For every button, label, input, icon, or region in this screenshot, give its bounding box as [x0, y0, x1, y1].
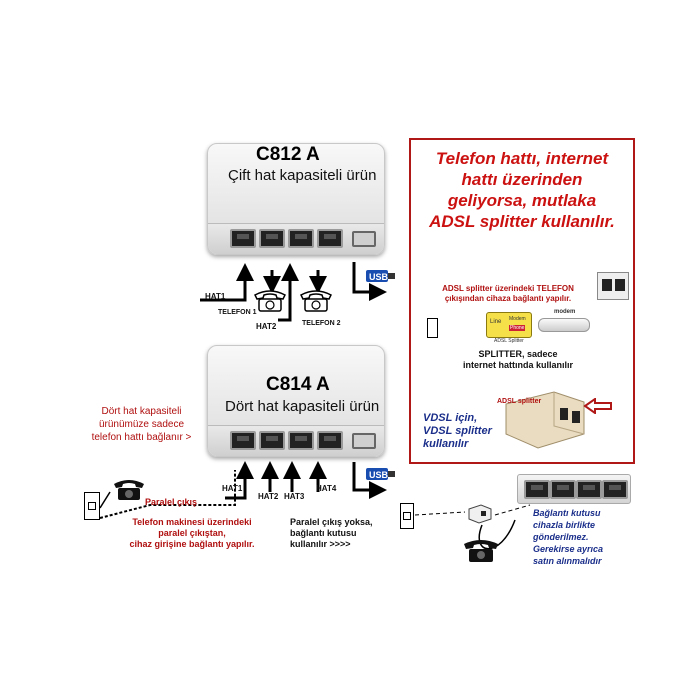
usb-port: [352, 231, 376, 247]
right-note-line: Bağlantı kutusu: [533, 508, 601, 518]
right-note-line: cihazla birlikte: [533, 520, 596, 530]
rj11-port: [602, 480, 628, 499]
right-cable: [414, 511, 466, 516]
adsl-info-box: Telefon hattı, internet hattı üzerinden …: [409, 138, 635, 464]
device-top-model: C812 A: [256, 144, 320, 165]
hat1-line-bottom: [225, 461, 254, 500]
usb-icon: USB: [366, 268, 396, 284]
svg-text:USB: USB: [369, 272, 389, 282]
vdsl-note-line: VDSL için,: [423, 412, 478, 424]
telephone-icon: [252, 287, 288, 313]
rj11-port: [288, 229, 314, 248]
modem-icon: [538, 318, 590, 332]
hat3-label-bottom: HAT3: [284, 492, 305, 501]
right-phone-cable: [478, 519, 516, 550]
device-front-panel: [208, 425, 384, 456]
adsl-headline-line: hattı üzerinden: [461, 170, 583, 189]
usb-icon: USB: [366, 466, 396, 482]
adsl-note: ADSL splitter üzerindeki TELEFON çıkışın…: [415, 284, 601, 304]
rj11-port: [317, 229, 343, 248]
wall-socket-icon: [84, 492, 100, 520]
left-note-line: ürünümüze sadece: [98, 419, 185, 430]
device-bottom-capacity: Dört hat kapasiteli ürün: [225, 398, 380, 415]
right-cable-2: [494, 504, 531, 516]
paralel-note-line: cihaz girişine bağlantı yapılır.: [129, 539, 255, 549]
device-c812a: [207, 143, 385, 255]
left-note-line: telefon hattı bağlanır >: [91, 432, 192, 443]
left-note-line: Dört hat kapasiteli: [101, 406, 182, 417]
usb-line-top: [352, 262, 387, 301]
rj11-port: [288, 431, 314, 450]
device-bottom-model: C814 A: [266, 374, 330, 395]
device-front-panel: [208, 223, 384, 254]
hat2-label: HAT2: [256, 322, 277, 331]
hat4-label-bottom: HAT4: [316, 484, 337, 493]
adsl-caption-line: SPLITTER, sadece: [478, 349, 558, 359]
adsl-caption-line: internet hattında kullanılır: [462, 360, 573, 370]
paralel-note: Telefon makinesi üzerindeki paralel çıkı…: [112, 517, 272, 550]
wall-cable: [99, 491, 111, 509]
middle-note: Paralel çıkış yoksa, bağlantı kutusu kul…: [290, 517, 373, 550]
right-note: Bağlantı kutusu cihazla birlikte gönderi…: [533, 507, 603, 567]
telephone-icon: [298, 287, 334, 313]
device-top-capacity: Çift hat kapasiteli ürün: [228, 167, 377, 184]
hat2-line: [278, 263, 299, 322]
vdsl-note-line: VDSL splitter: [423, 425, 492, 437]
vdsl-note: VDSL için, VDSL splitter kullanılır: [423, 412, 492, 451]
modem-label: modem: [554, 309, 576, 315]
hat2-label-bottom: HAT2: [258, 492, 279, 501]
adsl-note-line: çıkışından cihaza bağlantı yapılır.: [444, 294, 572, 303]
rj11-port: [230, 431, 256, 450]
right-note-line: Gerekirse ayrıca: [533, 544, 604, 554]
adsl-headline: Telefon hattı, internet hattı üzerinden …: [415, 148, 629, 232]
usb-port: [352, 433, 376, 449]
device-c814a: [207, 345, 385, 457]
rj11-port: [230, 229, 256, 248]
rj11-port: [524, 480, 550, 499]
adsl-splitter-icon: Line Modem Phone: [486, 312, 532, 338]
paralel-cable: [99, 470, 236, 519]
hat1-label-bottom: HAT1: [222, 484, 243, 493]
adsl-caption: SPLITTER, sadece internet hattında kulla…: [415, 349, 621, 371]
rj11-port: [317, 431, 343, 450]
wall-socket-icon: [427, 318, 438, 338]
adsl-splitter-label: ADSL splitter: [497, 398, 542, 405]
paralel-note-line: paralel çıkıştan,: [158, 528, 226, 538]
adsl-headline-line: ADSL splitter kullanılır.: [429, 212, 615, 231]
rj11-port: [550, 480, 576, 499]
arrow-icon: [583, 397, 613, 415]
middle-note-line: Paralel çıkış yoksa,: [290, 517, 373, 527]
telefon1-label: TELEFON 1: [218, 309, 257, 316]
junction-box-icon: [467, 503, 493, 525]
rj11-port: [259, 229, 285, 248]
vdsl-note-line: kullanılır: [423, 438, 469, 450]
adsl-headline-line: Telefon hattı, internet: [435, 149, 609, 168]
middle-note-line: bağlantı kutusu: [290, 528, 357, 538]
telephone-icon: [462, 536, 500, 564]
middle-note-line: kullanılır >>>>: [290, 539, 351, 549]
hat1-label: HAT1: [205, 292, 226, 301]
device-ports-closeup: [517, 474, 631, 504]
rj11-port: [576, 480, 602, 499]
usb-line-bottom: [352, 462, 387, 499]
adsl-note-line: ADSL splitter üzerindeki TELEFON: [442, 284, 574, 293]
telefon2-label: TELEFON 2: [302, 320, 341, 327]
rj11-port: [259, 431, 285, 450]
splitter-small-label: ADSL Splitter: [494, 338, 524, 344]
adsl-headline-line: geliyorsa, mutlaka: [447, 191, 597, 210]
paralel-note-line: Telefon makinesi üzerindeki: [132, 517, 252, 527]
paralel-label: Paralel çıkış: [145, 497, 198, 507]
wall-socket-icon: [597, 272, 629, 300]
left-note: Dört hat kapasiteli ürünümüze sadece tel…: [79, 405, 204, 444]
adsl-splitter-icon: [502, 386, 590, 452]
svg-text:USB: USB: [369, 470, 389, 480]
hat1-line: [200, 263, 254, 302]
right-note-line: gönderilmez.: [533, 532, 589, 542]
telephone-icon: [112, 476, 146, 502]
right-note-line: satın alınmalıdır: [533, 556, 602, 566]
wall-socket-icon: [400, 503, 414, 529]
